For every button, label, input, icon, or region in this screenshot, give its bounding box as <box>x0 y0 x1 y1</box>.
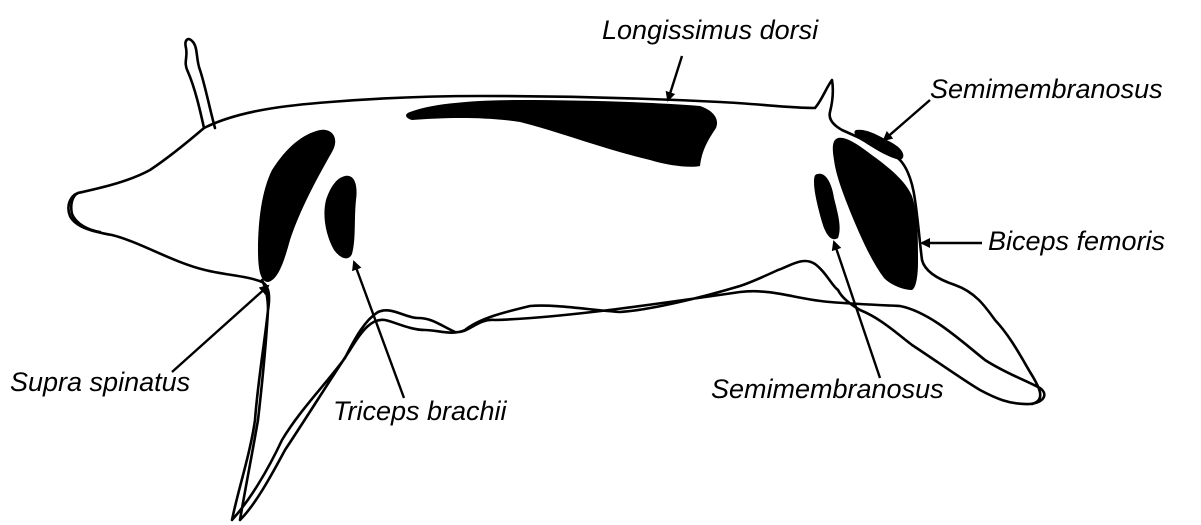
muscle-longissimus-dorsi <box>406 100 717 167</box>
muscle-semimembranosus-bottom <box>814 174 840 239</box>
label-supra-spinatus: Supra spinatus <box>10 369 190 396</box>
arrow-longissimus-dorsi <box>668 56 682 100</box>
arrow-semimembranosus-top <box>884 100 930 140</box>
arrow-semimembranosus-bottom <box>834 242 880 378</box>
label-triceps-brachii: Triceps brachii <box>333 398 507 425</box>
muscle-triceps-brachii <box>324 176 356 259</box>
label-semimembranosus-bottom: Semimembranosus <box>711 376 944 403</box>
muscle-supra-spinatus <box>258 130 335 282</box>
muscle-biceps-femoris <box>833 138 918 290</box>
label-longissimus-dorsi: Longissimus dorsi <box>602 17 818 44</box>
label-semimembranosus-top: Semimembranosus <box>930 76 1163 103</box>
pig-snout <box>71 193 100 232</box>
arrow-supra-spinatus <box>172 286 268 372</box>
label-biceps-femoris: Biceps femoris <box>988 228 1165 255</box>
muscle-shapes <box>258 100 918 290</box>
pig-tail <box>185 39 215 128</box>
